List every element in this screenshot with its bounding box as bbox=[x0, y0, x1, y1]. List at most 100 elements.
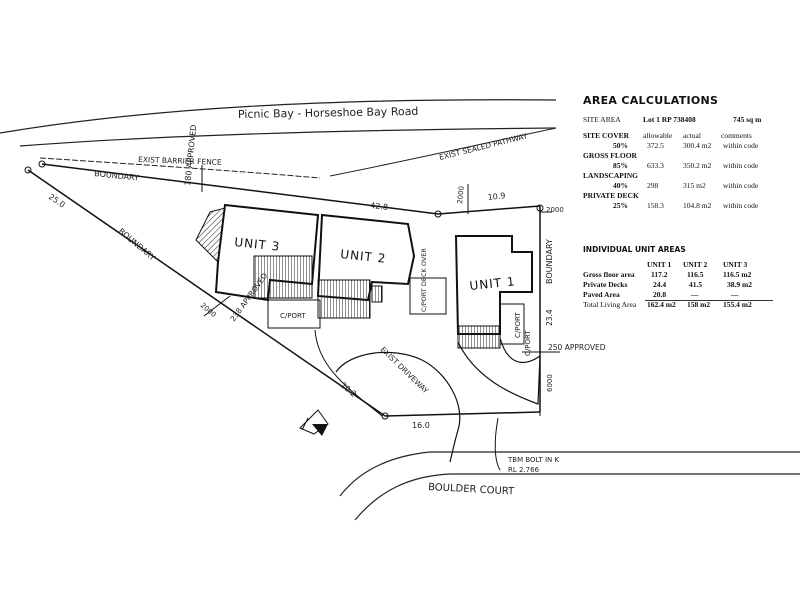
gross-floor-row: 85% 633.3 350.2 m2 within code bbox=[583, 161, 793, 171]
unit-areas-row: Gross floor area 117.2 116.5 116.5 m2 bbox=[583, 270, 793, 280]
setback-top: 180 APPROVED bbox=[183, 124, 198, 186]
unit-areas-row: Paved Area 20.8 — — bbox=[583, 290, 793, 300]
unit-areas-cell: 155.4 m2 bbox=[723, 300, 752, 309]
unit-areas-cell: — bbox=[731, 290, 739, 299]
road-edge-upper bbox=[0, 99, 557, 134]
boundary-label-left: BOUNDARY bbox=[117, 227, 157, 263]
boundary-left bbox=[27, 169, 386, 417]
unit-areas-cell: 38.9 m2 bbox=[727, 280, 752, 289]
unit1-label: UNIT 1 bbox=[469, 274, 516, 293]
unit2-carport bbox=[409, 277, 447, 315]
site-cover-comment: within code bbox=[723, 141, 759, 150]
boulder-court-edge-lower bbox=[354, 473, 800, 521]
gross-floor-label-row: GROSS FLOOR bbox=[583, 151, 793, 161]
site-area-row: SITE AREA Lot 1 RP 738408 745 sq m bbox=[583, 115, 793, 125]
unit-areas-header: UNIT 3 bbox=[723, 260, 748, 269]
fence-line bbox=[39, 157, 321, 179]
tbm-rl-label: RL 2.766 bbox=[508, 466, 540, 474]
unit2-deck bbox=[317, 279, 371, 319]
unit3-deck-left bbox=[195, 207, 226, 264]
boundary-top bbox=[41, 163, 439, 215]
unit-areas-cell: 116.5 bbox=[687, 270, 704, 279]
private-deck-label-row: PRIVATE DECK bbox=[583, 191, 793, 201]
unit-areas-header: UNIT 2 bbox=[683, 260, 708, 269]
gross-floor-actual: 350.2 m2 bbox=[683, 161, 712, 170]
gross-floor-label: GROSS FLOOR bbox=[583, 151, 637, 160]
unit-areas-row-label: Total Living Area bbox=[583, 300, 637, 309]
unit-areas-row: Private Decks 24.4 41.5 38.9 m2 bbox=[583, 280, 793, 290]
unit-areas-cell: 41.5 bbox=[689, 280, 703, 289]
unit2-deck-small bbox=[371, 285, 383, 303]
dimension-10-9: 10.9 bbox=[487, 191, 506, 202]
site-cover-label: SITE COVER bbox=[583, 131, 630, 140]
site-cover-percent: 50% bbox=[613, 141, 628, 150]
boundary-label-top: BOUNDARY bbox=[94, 169, 140, 183]
private-deck-label: PRIVATE DECK bbox=[583, 191, 639, 200]
private-deck-row: 25% 158.3 104.8 m2 within code bbox=[583, 201, 793, 211]
private-deck-percent: 25% bbox=[613, 201, 628, 210]
road-name-top: Picnic Bay - Horseshoe Bay Road bbox=[238, 105, 419, 121]
unit1-carport bbox=[499, 303, 525, 345]
boundary-label-right: BOUNDARY bbox=[545, 239, 554, 284]
private-deck-actual: 104.8 m2 bbox=[683, 201, 712, 210]
site-area-value: 745 sq m bbox=[733, 115, 762, 124]
driveway-outer bbox=[335, 351, 461, 463]
carport-label-mid: C/PORT DECK OVER bbox=[420, 248, 428, 312]
setback-right: 250 APPROVED bbox=[548, 343, 606, 352]
landscaping-allowable: 298 bbox=[647, 181, 659, 190]
boundary-peg bbox=[434, 210, 442, 218]
unit-areas-cell: 24.4 bbox=[653, 280, 667, 289]
unit-areas-cell: — bbox=[691, 290, 699, 299]
total-rule bbox=[645, 300, 773, 301]
site-cover-row: 50% 372.5 300.4 m2 within code bbox=[583, 141, 793, 151]
landscaping-percent: 40% bbox=[613, 181, 628, 190]
carport-label-unit1b: C/PORT bbox=[524, 330, 532, 356]
dimension-6000: 6000 bbox=[546, 374, 554, 392]
dimension-23-4: 23.4 bbox=[545, 309, 554, 326]
header-comments: comments bbox=[721, 131, 752, 140]
boundary-bottom bbox=[384, 411, 541, 417]
driveway-label: EXIST DRIVEWAY bbox=[379, 345, 431, 396]
boulder-court-edge-upper bbox=[339, 451, 800, 497]
driveway-right bbox=[494, 417, 501, 471]
area-calculations-title: AREA CALCULATIONS bbox=[583, 94, 719, 107]
road-edge-lower bbox=[19, 127, 557, 147]
carport-label-unit1: C/PORT bbox=[514, 312, 522, 338]
site-area-label: SITE AREA bbox=[583, 115, 621, 124]
boundary-peg bbox=[24, 166, 32, 174]
boundary-top-right bbox=[437, 205, 541, 215]
dimension-2000-top: 2000 bbox=[456, 186, 466, 205]
unit-areas-cell: 117.2 bbox=[651, 270, 668, 279]
landscaping-label-row: LANDSCAPING bbox=[583, 171, 793, 181]
dimension-2000-right: 2000 bbox=[546, 206, 564, 214]
unit2-label: UNIT 2 bbox=[340, 247, 387, 266]
site-cover-actual: 300.4 m2 bbox=[683, 141, 712, 150]
landscaping-actual: 315 m2 bbox=[683, 181, 706, 190]
unit-areas-header: UNIT 1 bbox=[647, 260, 672, 269]
fence-label: EXIST BARRIER FENCE bbox=[138, 155, 222, 167]
boundary-peg bbox=[536, 204, 544, 212]
unit-areas-header-row: UNIT 1 UNIT 2 UNIT 3 bbox=[583, 260, 793, 270]
header-allowable: allowable bbox=[643, 131, 673, 140]
unit3-label: UNIT 3 bbox=[234, 235, 281, 254]
setback-tick bbox=[203, 295, 231, 317]
landscaping-comment: within code bbox=[723, 181, 759, 190]
unit-areas-cell: 116.5 m2 bbox=[723, 270, 752, 279]
pathway-label: EXIST SEALED PATHWAY bbox=[438, 131, 528, 162]
pathway-edge bbox=[329, 127, 557, 177]
unit-areas-row: Total Living Area 162.4 m2 158 m2 155.4 … bbox=[583, 300, 793, 310]
gross-floor-allowable: 633.3 bbox=[647, 161, 664, 170]
unit-areas-cell: 20.8 bbox=[653, 290, 667, 299]
unit-areas-title: INDIVIDUAL UNIT AREAS bbox=[583, 245, 686, 254]
dimension-16-0: 16.0 bbox=[412, 421, 430, 430]
landscaping-label: LANDSCAPING bbox=[583, 171, 639, 180]
dimension-2000-left: 2000 bbox=[199, 301, 218, 319]
unit1-deck bbox=[457, 325, 501, 349]
unit-areas-row-label: Paved Area bbox=[583, 290, 620, 299]
site-cover-header-row: SITE COVER allowable actual comments bbox=[583, 131, 793, 141]
unit-areas-cell: 162.4 m2 bbox=[647, 300, 676, 309]
gross-floor-percent: 85% bbox=[613, 161, 628, 170]
landscaping-row: 40% 298 315 m2 within code bbox=[583, 181, 793, 191]
carport-label-unit3: C/PORT bbox=[280, 312, 306, 320]
